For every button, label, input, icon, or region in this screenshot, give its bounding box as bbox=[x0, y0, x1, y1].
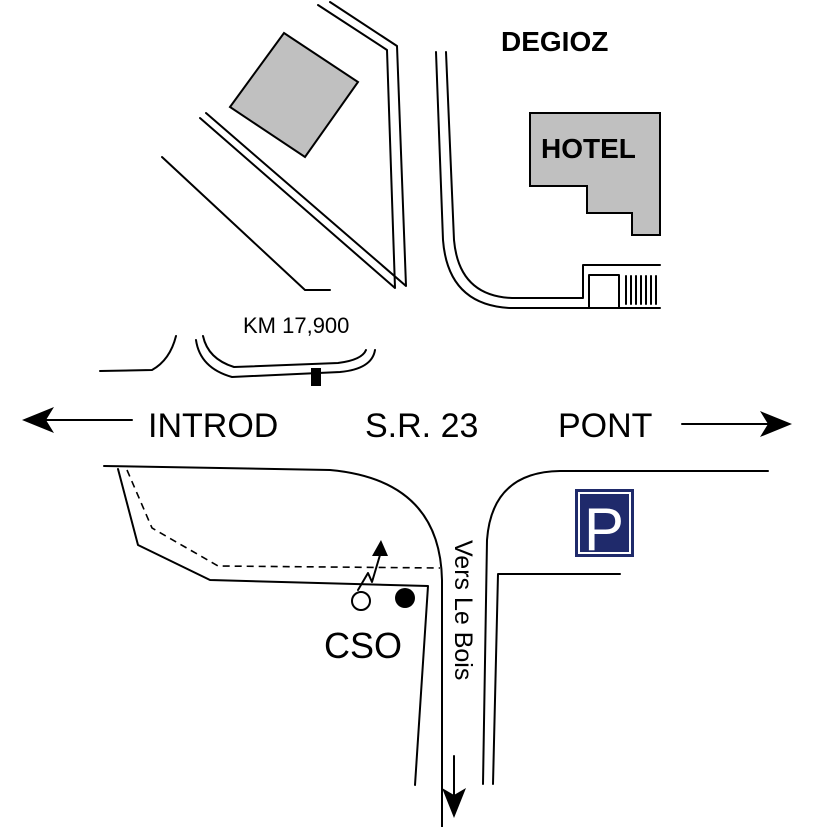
south-west-road-block bbox=[103, 465, 443, 827]
sw-curve-road bbox=[103, 465, 443, 827]
road-number-label: S.R. 23 bbox=[365, 407, 478, 445]
curve-road-inner bbox=[445, 51, 661, 299]
footpath bbox=[126, 469, 441, 569]
se-inner-road bbox=[492, 573, 621, 785]
curve-road-outer bbox=[435, 51, 661, 309]
hotel-building bbox=[529, 112, 661, 236]
bicycle-icon bbox=[357, 540, 388, 591]
sw-inner-road bbox=[117, 468, 429, 786]
hotel-label: HOTEL bbox=[541, 133, 636, 164]
vers-le-bois-label: Vers Le Bois bbox=[449, 540, 477, 680]
cso-label: CSO bbox=[324, 625, 402, 666]
open-circle-icon bbox=[351, 591, 371, 611]
upper-right-road-block: HOTEL bbox=[435, 51, 661, 309]
diagonal-road-outer-left bbox=[161, 156, 331, 291]
curb-left bbox=[99, 335, 177, 372]
degioz-label: DEGIOZ bbox=[501, 26, 608, 57]
north-curbs bbox=[99, 335, 376, 386]
diagonal-road-inner-left bbox=[199, 4, 396, 289]
arrow-down-icon bbox=[442, 755, 466, 818]
stairs-box bbox=[588, 274, 620, 309]
introd-label: INTROD bbox=[148, 407, 278, 445]
se-outer-road bbox=[482, 470, 769, 785]
south-east-road-block bbox=[482, 470, 769, 785]
filled-circle-icon bbox=[395, 588, 415, 608]
diagonal-road-inner-right bbox=[205, 1, 407, 287]
km-marker bbox=[311, 368, 321, 386]
parking-letter: P bbox=[584, 496, 624, 563]
km-label: KM 17,900 bbox=[243, 313, 349, 338]
building-grey-square bbox=[228, 31, 360, 159]
curb-middle-inner bbox=[202, 335, 367, 368]
pont-label: PONT bbox=[558, 407, 652, 445]
arrow-left-icon bbox=[22, 407, 133, 433]
curb-middle-outer bbox=[195, 339, 376, 378]
parking-sign-icon: P bbox=[575, 489, 634, 563]
arrow-right-icon bbox=[681, 411, 792, 437]
stairs-icon bbox=[625, 275, 657, 305]
upper-left-road-block bbox=[161, 1, 407, 291]
